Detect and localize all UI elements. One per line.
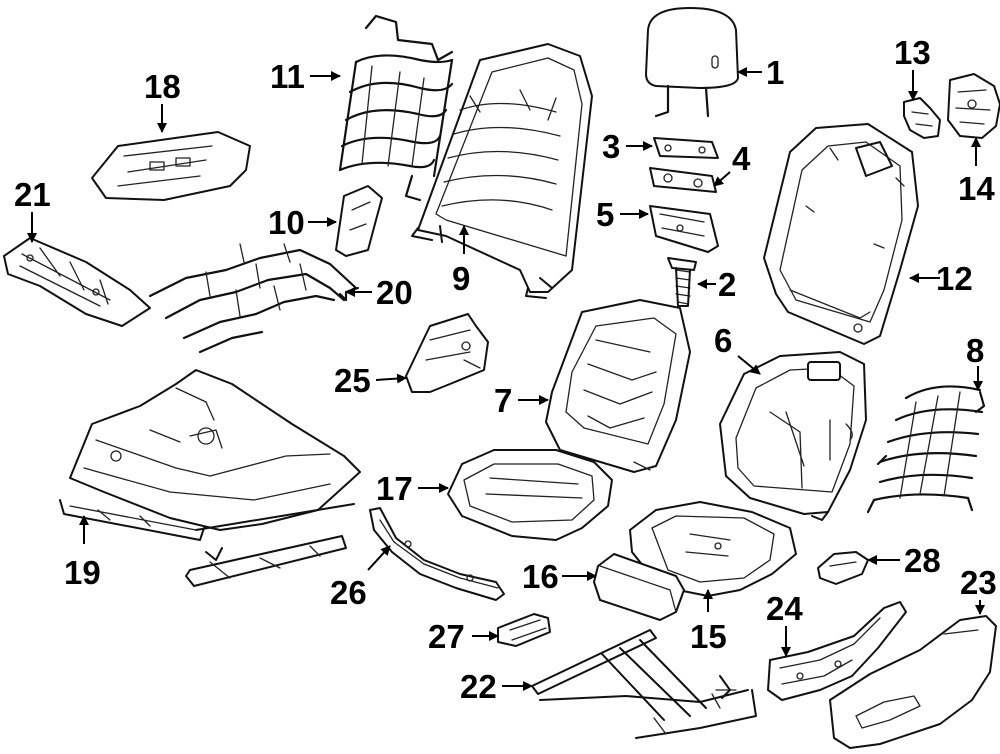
part-lumbar-wire-right[interactable] [866,385,986,514]
leader-lines [27,67,985,691]
part-seat-rail-plate[interactable] [3,237,151,327]
callout-8: 8 [966,332,984,369]
callout-5: 5 [596,196,614,233]
callout-24: 24 [766,590,803,627]
callout-3: 3 [602,128,620,165]
part-front-trim[interactable] [369,507,505,601]
part-headrest[interactable] [645,7,739,118]
callout-labels: 1 2 3 4 5 6 7 8 9 10 11 12 13 14 15 16 1… [14,34,997,705]
callout-14: 14 [958,170,995,207]
part-seat-spring-mat[interactable] [148,243,360,354]
callout-16: 16 [522,558,559,595]
part-backrest-panel[interactable] [719,351,867,521]
callout-15: 15 [690,618,727,655]
callout-13: 13 [894,34,931,71]
callout-4: 4 [732,140,751,177]
part-seat-frame[interactable] [59,369,361,587]
part-seat-cushion[interactable] [447,449,613,541]
callout-20: 20 [376,274,413,311]
callout-25: 25 [334,362,371,399]
callout-12: 12 [936,260,973,297]
part-side-cover[interactable] [767,601,907,701]
callout-27: 27 [428,618,465,655]
part-latch-mechanism[interactable] [947,73,1000,139]
part-seat-track[interactable] [531,629,757,739]
callout-6: 6 [714,322,732,359]
callout-2: 2 [718,266,736,303]
part-seat-cushion-pan[interactable] [629,501,797,597]
part-small-block[interactable] [497,613,551,647]
part-guide-plate[interactable] [653,137,719,159]
part-latch[interactable] [903,97,941,139]
callout-26: 26 [330,574,367,611]
callout-19: 19 [64,554,101,591]
callout-22: 22 [460,668,497,705]
callout-23: 23 [960,564,997,601]
part-outer-trim-panel[interactable] [829,615,997,749]
callout-17: 17 [376,470,413,507]
part-seat-pad[interactable] [91,131,251,201]
part-guide-bracket[interactable] [649,205,719,253]
callout-11: 11 [270,58,305,95]
part-side-shield[interactable] [405,313,489,393]
callout-9: 9 [452,260,470,297]
part-foam-block[interactable] [593,553,685,621]
part-rear-panel[interactable] [763,123,919,345]
callout-28: 28 [904,542,941,579]
part-switch[interactable] [817,551,869,585]
part-lumbar-support[interactable] [338,14,454,202]
part-backrest-frame[interactable] [411,43,593,299]
part-spring[interactable] [667,257,697,307]
part-backrest-cover[interactable] [545,299,691,473]
callout-18: 18 [144,68,181,105]
callout-7: 7 [494,382,512,419]
part-side-bracket[interactable] [335,185,383,257]
callout-10: 10 [268,204,305,241]
part-headrest-guide[interactable] [649,167,717,193]
callout-21: 21 [14,176,51,213]
callout-1: 1 [766,54,784,91]
